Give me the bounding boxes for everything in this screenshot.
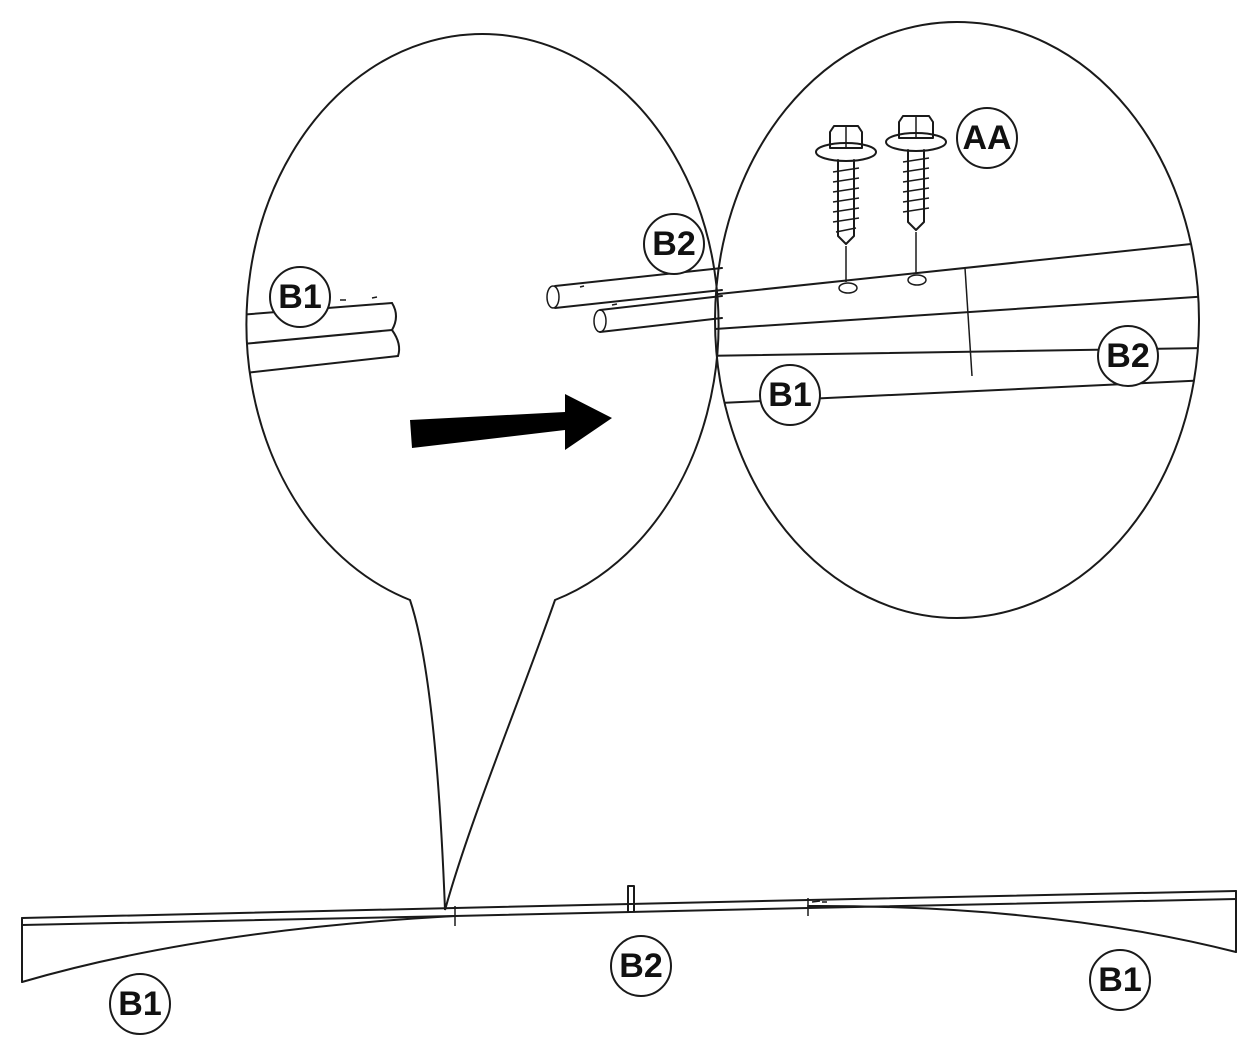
label-b1-bottom-left: B1 <box>109 973 171 1035</box>
screw-icon <box>885 115 947 274</box>
label-b2-bottom: B2 <box>610 935 672 997</box>
assembled-bar <box>21 885 1237 983</box>
label-b2-zoom-top: B2 <box>643 213 705 275</box>
label-text: B1 <box>278 278 321 316</box>
label-text: B2 <box>619 947 662 985</box>
label-aa-screws: AA <box>956 107 1018 169</box>
label-text: B2 <box>1106 337 1149 375</box>
label-b1-zoom-right: B1 <box>759 364 821 426</box>
screw-icon <box>815 125 877 282</box>
left-callout-bubble <box>245 33 720 911</box>
label-b1-bottom-right: B1 <box>1089 949 1151 1011</box>
label-text: B2 <box>652 225 695 263</box>
label-b1-zoom-left: B1 <box>269 266 331 328</box>
screw-hole <box>907 274 927 286</box>
direction-arrow-icon <box>410 394 612 450</box>
label-text: B1 <box>768 376 811 414</box>
label-text: B1 <box>118 985 161 1023</box>
label-text: B1 <box>1098 961 1141 999</box>
right-callout-bubble <box>714 21 1200 619</box>
screw-hole <box>838 282 858 294</box>
label-text: AA <box>962 119 1011 157</box>
label-b2-zoom-right: B2 <box>1097 325 1159 387</box>
b2-tube-end-left <box>546 267 723 333</box>
